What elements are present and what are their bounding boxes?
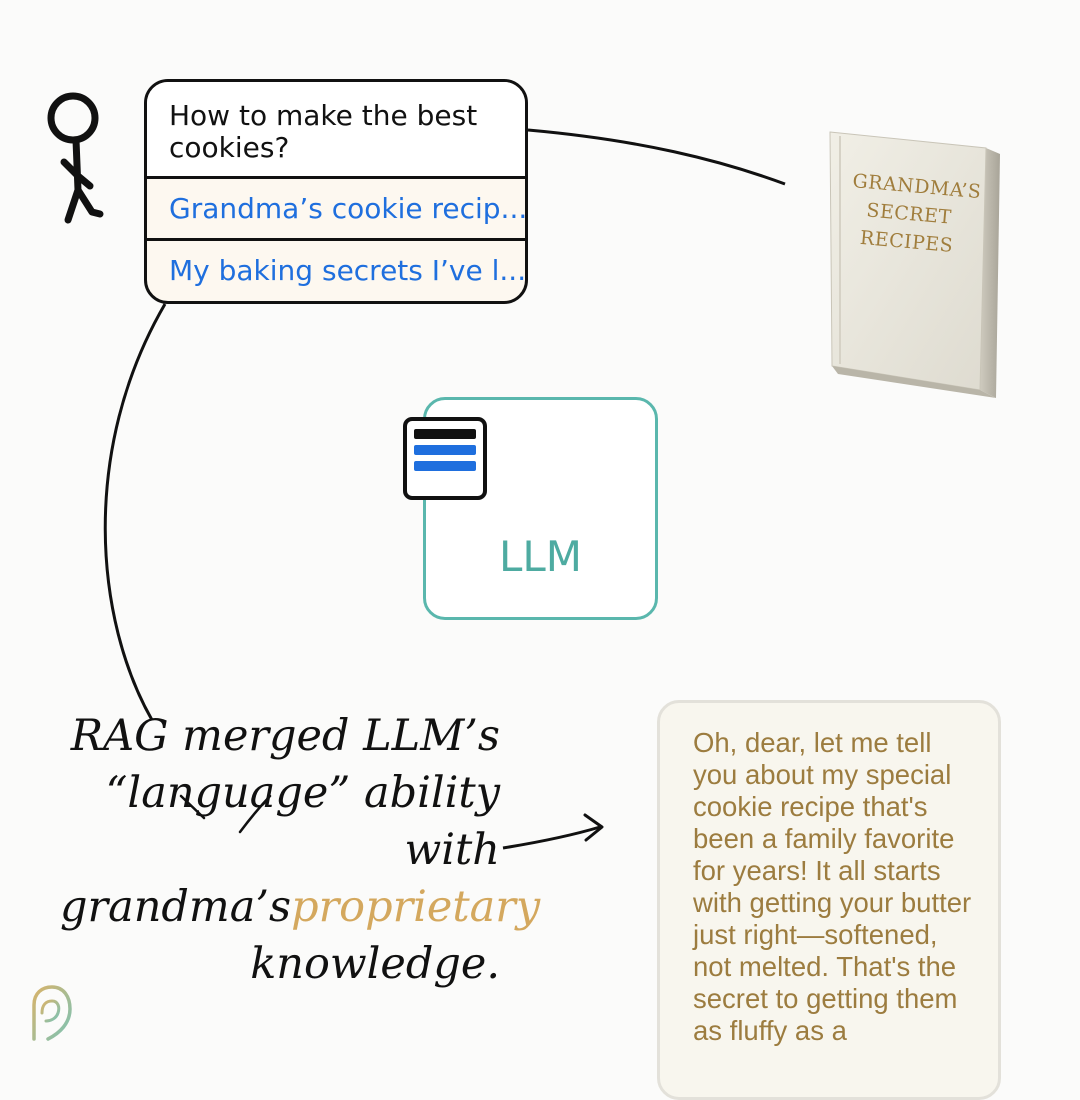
response-text: Oh, dear, let me tell you about my speci… [693, 727, 972, 1046]
document-icon [403, 417, 487, 500]
caption: RAG merged LLM’s “language” ability with… [60, 708, 540, 993]
doc-bar-blue [414, 445, 476, 455]
query-to-book-connector [527, 128, 786, 186]
source-item-grandma-recipe[interactable]: Grandma’s cookie recip... [147, 179, 525, 241]
query-panel: How to make the best cookies? Grandma’s … [144, 79, 528, 304]
caption-line: RAG merged LLM’s [70, 711, 500, 761]
doc-bar-dark [414, 429, 476, 439]
caption-highlight: proprietary [291, 882, 541, 932]
recipe-book-image [829, 131, 1000, 398]
caption-to-response-arrow [502, 825, 601, 850]
query-question: How to make the best cookies? [147, 82, 525, 179]
caption-line: “language” ability with [105, 768, 500, 875]
caption-line: grandma’sproprietary [60, 879, 540, 936]
brand-logo-icon [32, 985, 72, 1041]
caption-line: knowledge. [250, 939, 500, 989]
doc-bar-blue [414, 461, 476, 471]
user-stick-figure-icon [47, 92, 104, 224]
book-title: GRANDMA’S SECRET RECIPES [847, 167, 982, 261]
response-card: Oh, dear, let me tell you about my speci… [657, 700, 1001, 1100]
query-to-caption-connector [103, 303, 167, 721]
caption-text: grandma’s [60, 882, 292, 932]
arrowhead-icon [583, 813, 604, 842]
source-item-baking-secrets[interactable]: My baking secrets I’ve l... [169, 254, 525, 287]
llm-label: LLM [498, 532, 583, 581]
